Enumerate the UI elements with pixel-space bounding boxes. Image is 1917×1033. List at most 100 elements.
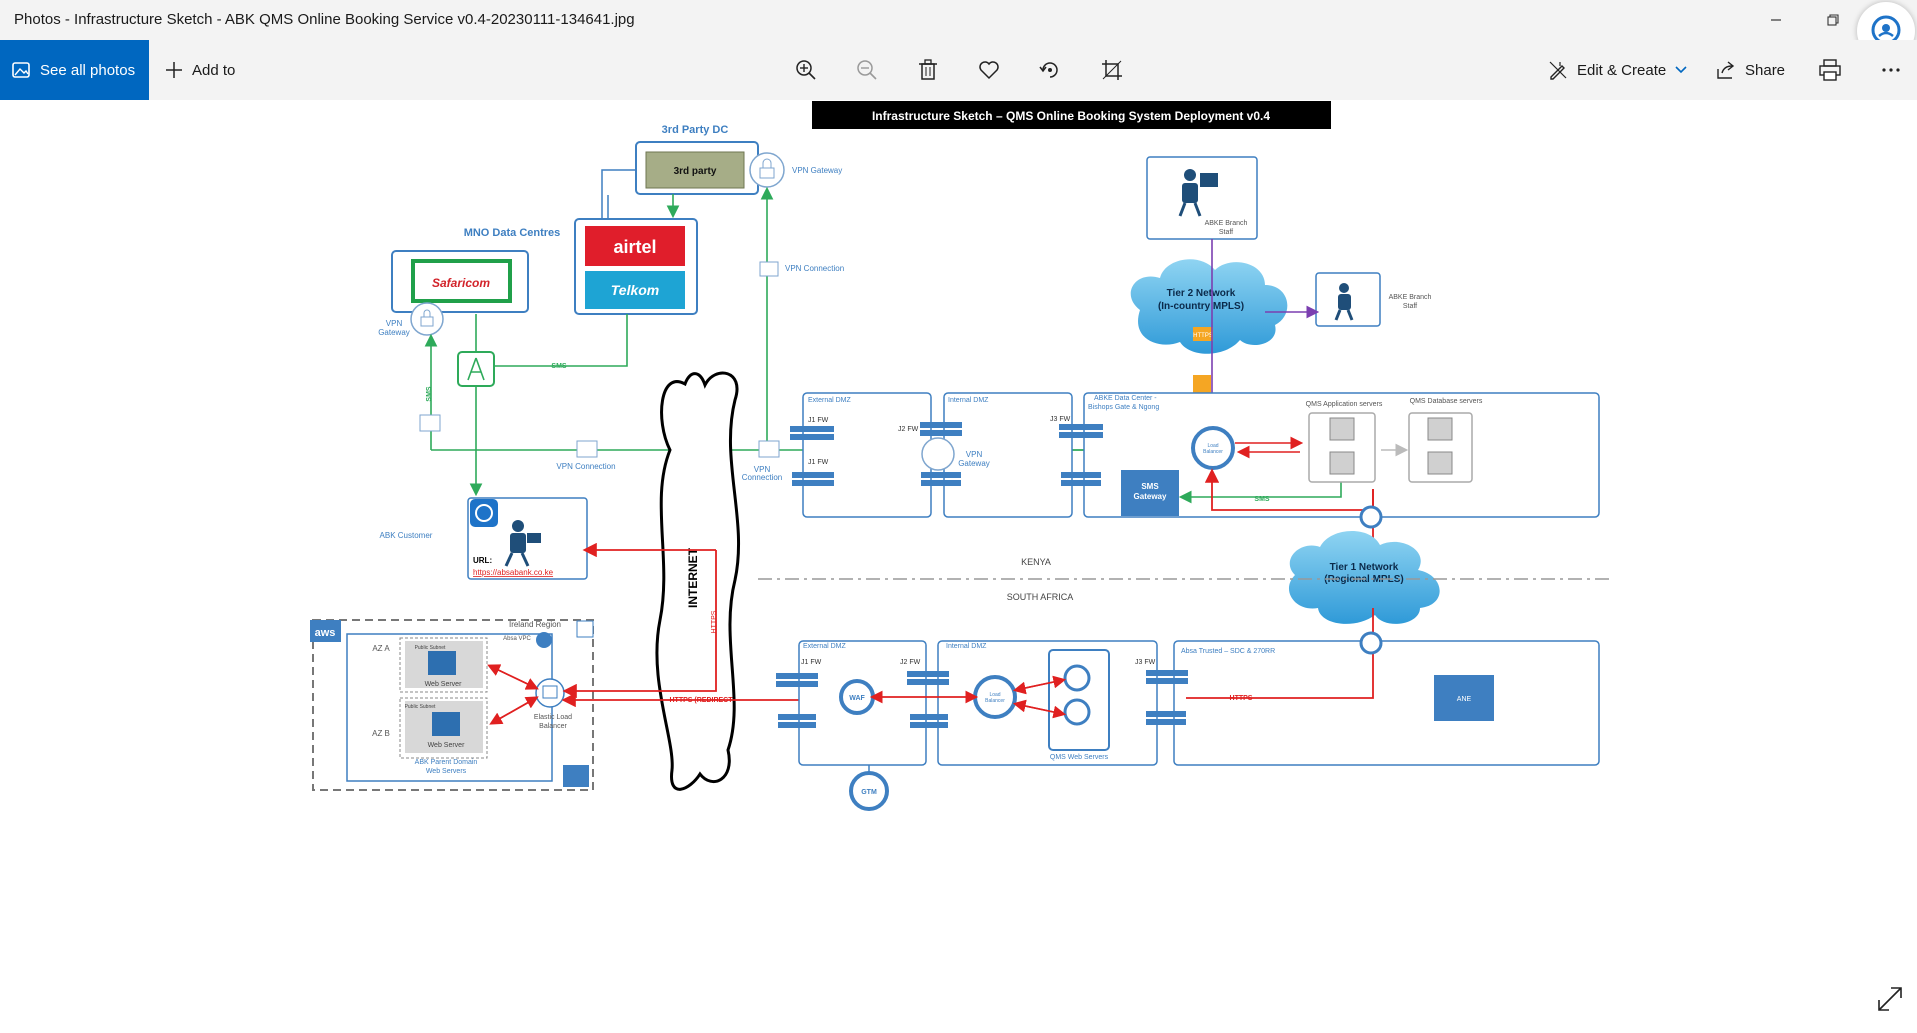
- https-redirect-label: HTTPS (REDIRECT: [670, 697, 734, 704]
- airtel-logo: [585, 226, 685, 266]
- url-label: URL:: [473, 556, 492, 565]
- print-icon: [1819, 59, 1841, 81]
- sms-gateway: [1121, 470, 1179, 516]
- tier2-cloud: [1130, 259, 1288, 354]
- vpn-connection-label-2: VPN Connection: [556, 462, 615, 471]
- window-title: Photos - Infrastructure Sketch - ABK QMS…: [14, 11, 635, 28]
- svg-text:HTTPS: HTTPS: [711, 610, 718, 633]
- restore-button[interactable]: [1810, 6, 1856, 34]
- ireland-region-label: Ireland Region: [509, 620, 561, 629]
- qms-web-server-2: [1063, 698, 1091, 726]
- qms-web-servers-label: QMS Web Servers: [1050, 754, 1109, 761]
- route53-icon: [563, 765, 589, 787]
- toolbar: See all photos Add to Edit & Create Shar…: [0, 40, 1917, 100]
- vpn-gateway-left-icon: [410, 302, 444, 336]
- router-icon-2: [1359, 505, 1383, 529]
- elb-label: Balancer: [539, 723, 567, 730]
- rotate-icon: [1039, 62, 1058, 78]
- share-button[interactable]: Share: [1716, 40, 1785, 100]
- internal-dmz-kenya: [943, 392, 1073, 518]
- absa-trusted-label: Absa Trusted – SDC & 270RR: [1181, 648, 1275, 655]
- favorite-button[interactable]: [973, 54, 1005, 86]
- branch-staff-box-1: [1146, 156, 1258, 240]
- crop-button[interactable]: [1096, 54, 1128, 86]
- rotate-button[interactable]: [1034, 54, 1066, 86]
- edit-create-button[interactable]: Edit & Create: [1548, 40, 1687, 100]
- svg-text:Public Subnet: Public Subnet: [405, 704, 436, 710]
- svg-text:External DMZ: External DMZ: [808, 397, 852, 404]
- url-link: https://absabank.co.ke: [473, 568, 554, 577]
- fullscreen-button[interactable]: [1877, 986, 1903, 1012]
- diagram-title: Infrastructure Sketch – QMS Online Booki…: [872, 109, 1270, 123]
- firewall-j3-sa-2: [1146, 711, 1186, 725]
- vpn-connection-icon-3: [576, 440, 598, 458]
- infrastructure-diagram: Infrastructure Sketch – QMS Online Booki…: [310, 101, 1610, 811]
- delete-button[interactable]: [912, 54, 944, 86]
- title-bar: Photos - Infrastructure Sketch - ABK QMS…: [0, 0, 1917, 40]
- airtel-label: airtel: [613, 237, 656, 257]
- see-all-photos-label: See all photos: [40, 61, 136, 79]
- plus-icon: [166, 62, 182, 78]
- restore-icon: [1827, 14, 1839, 26]
- router-icon-3: [1359, 631, 1383, 655]
- minimize-icon: [1771, 19, 1781, 21]
- vpn-gateway-label-1: VPN Gateway: [792, 166, 842, 175]
- aws-logo: [310, 620, 341, 642]
- svg-text:Internal DMZ: Internal DMZ: [948, 397, 989, 404]
- svg-text:Load: Load: [1207, 443, 1218, 449]
- qms-app-servers: [1308, 412, 1376, 483]
- qms-app-servers-label: QMS Application servers: [1306, 401, 1383, 408]
- svg-text:J3 FW: J3 FW: [1050, 416, 1071, 423]
- share-label: Share: [1745, 61, 1786, 79]
- tier2-label: (In-country MPLS): [1158, 301, 1244, 312]
- firewall-j3-kenya-2: [1061, 472, 1101, 486]
- firewall-j1-kenya-2: [792, 472, 834, 486]
- diagram-title-banner: [812, 101, 1331, 129]
- abk-customer-label: ABK Customer: [380, 531, 433, 540]
- zoom-in-button[interactable]: [790, 54, 822, 86]
- tier1-cloud: [1288, 530, 1440, 624]
- more-options-button[interactable]: [1875, 54, 1907, 86]
- svg-text:J1 FW: J1 FW: [801, 659, 822, 666]
- vpn-gateway-label-2: VPN: [386, 319, 403, 328]
- qms-db-servers-label: QMS Database servers: [1410, 398, 1483, 405]
- svg-text:J3 FW: J3 FW: [1135, 659, 1156, 666]
- firewall-j3-kenya-1: [1059, 424, 1103, 438]
- third-party-server: [645, 151, 745, 189]
- see-all-photos-button[interactable]: See all photos: [0, 40, 149, 100]
- svg-text:ABKE Branch: ABKE Branch: [1389, 294, 1432, 301]
- svg-text:Elastic Load: Elastic Load: [534, 714, 572, 721]
- customer-app-icon: [470, 499, 498, 527]
- add-to-button[interactable]: Add to: [165, 40, 235, 100]
- svg-text:J2 FW: J2 FW: [898, 426, 919, 433]
- svg-text:J1 FW: J1 FW: [808, 459, 829, 466]
- internal-dmz-sa: [937, 640, 1158, 766]
- share-icon: [1717, 61, 1735, 79]
- branch-staff-label-1: Staff: [1219, 229, 1233, 236]
- svg-text:ANE: ANE: [1457, 696, 1472, 703]
- svg-text:aws: aws: [315, 627, 336, 639]
- minimize-button[interactable]: [1753, 6, 1799, 34]
- svg-text:ABKE Data Center -: ABKE Data Center -: [1094, 395, 1157, 402]
- add-to-label: Add to: [192, 61, 236, 79]
- print-button[interactable]: [1814, 54, 1846, 86]
- south-africa-label: SOUTH AFRICA: [1007, 592, 1074, 602]
- safaricom-label: Safaricom: [432, 276, 490, 290]
- photos-icon: [12, 62, 30, 78]
- firewall-j2-kenya-2: [921, 472, 961, 486]
- svg-text:Tier 1 Network: Tier 1 Network: [1330, 562, 1399, 573]
- trash-icon: [919, 59, 937, 80]
- zoom-out-button[interactable]: [851, 54, 883, 86]
- svg-text:SMS: SMS: [1141, 482, 1159, 491]
- svg-text:Gateway: Gateway: [378, 328, 410, 337]
- photo-canvas: Infrastructure Sketch – QMS Online Booki…: [0, 100, 1917, 1028]
- svg-text:Internal DMZ: Internal DMZ: [946, 643, 987, 650]
- vpc-icon: [536, 632, 552, 648]
- internet-label: INTERNET: [686, 547, 700, 608]
- vpn-gateway-internal-icon: [921, 437, 955, 471]
- telkom-label: Telkom: [611, 282, 660, 298]
- zoom-out-icon: [857, 60, 877, 80]
- absa-trusted-zone: [1173, 640, 1600, 766]
- firewall-j2-sa-1: [907, 671, 949, 685]
- mno-data-centres-label: MNO Data Centres: [464, 227, 561, 239]
